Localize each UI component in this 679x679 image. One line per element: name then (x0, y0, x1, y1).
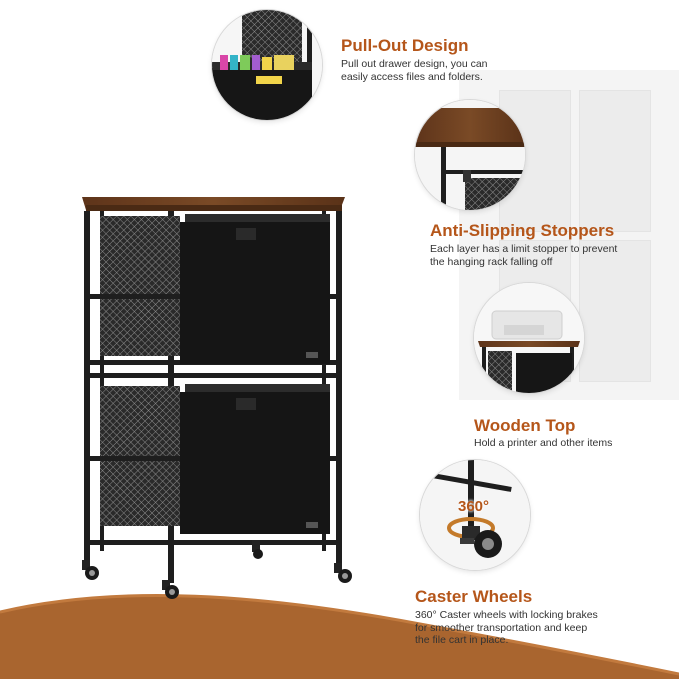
anti-slipping-closeup (415, 100, 525, 210)
printer-on-top-icon (474, 283, 584, 393)
caster-closeup: 360° (420, 460, 530, 570)
feature-title-pull-out: Pull-Out Design (341, 36, 469, 55)
feature-title-wooden-top: Wooden Top (474, 416, 576, 435)
feature-desc-pull-out: Pull out drawer design, you can easily a… (341, 58, 488, 83)
wood-floor (0, 594, 679, 679)
wooden-top-closeup (474, 283, 584, 393)
drawer-closeup-icon (212, 10, 322, 120)
feature-desc-wooden-top: Hold a printer and other items (474, 437, 613, 449)
caster-wheel-icon (420, 460, 530, 570)
stopper-closeup-icon (415, 100, 525, 210)
pull-out-closeup (212, 10, 322, 120)
feature-title-anti-slipping: Anti-Slipping Stoppers (430, 221, 615, 240)
feature-desc-caster: 360° Caster wheels with locking brakes f… (415, 609, 598, 646)
feature-title-caster: Caster Wheels (415, 587, 533, 606)
feature-desc-anti-slipping: Each layer has a limit stopper to preven… (430, 243, 618, 268)
rotation-badge: 360° (458, 498, 490, 515)
